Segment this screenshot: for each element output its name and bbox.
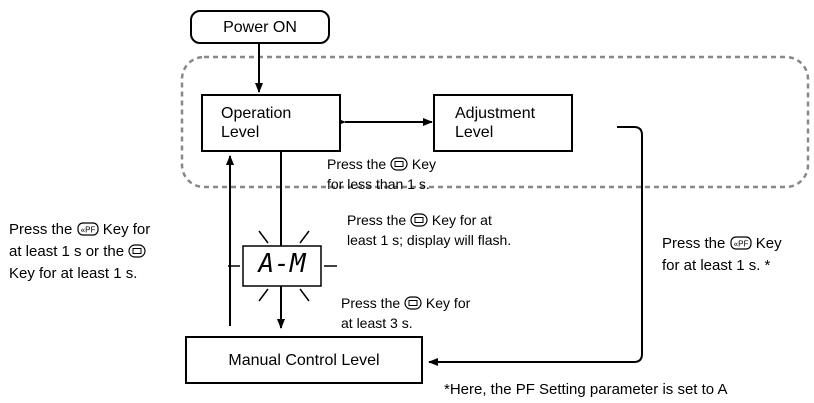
adjustment-level-line2: Level — [455, 124, 494, 141]
pf-key-icon: «PF — [76, 222, 99, 242]
note-pf-key: Press the «PF Key for at least 1 s. * — [662, 235, 782, 274]
manual-control-level-box: Manual Control Level — [185, 336, 423, 384]
operation-level-box: Operation Level — [201, 94, 341, 152]
mode-key-icon — [410, 213, 428, 231]
arrow-adjustment-to-manual — [428, 126, 643, 366]
mode-key-icon — [404, 296, 422, 314]
note-press-less-1s: Press the Key for less than 1 s. — [327, 156, 437, 192]
operation-level-line2: Level — [221, 124, 260, 141]
dashed-region — [180, 55, 810, 189]
power-on-box: Power ON — [190, 10, 330, 44]
mode-key-icon — [128, 244, 146, 264]
svg-text:«PF: «PF — [733, 240, 748, 249]
operation-level-line1: Operation — [221, 105, 292, 122]
adjustment-level-line1: Adjustment — [455, 105, 536, 122]
lcd-display — [242, 245, 322, 287]
note-return-to-operation: Press the «PF Key for at least 1 s or th… — [9, 221, 151, 282]
power-on-label: Power ON — [223, 19, 297, 36]
note-press-3s: Press the Key for at least 3 s. — [341, 295, 471, 331]
note-press-1s-flash: Press the Key for at least 1 s; display … — [347, 212, 512, 248]
svg-text:«PF: «PF — [80, 226, 95, 235]
manual-control-level-label: Manual Control Level — [228, 352, 380, 369]
adjustment-level-box: Adjustment Level — [433, 94, 573, 152]
lcd-display-text: A-M — [258, 249, 306, 279]
flash-rays — [228, 223, 337, 302]
footnote: *Here, the PF Setting parameter is set t… — [444, 381, 728, 398]
mode-key-icon — [390, 157, 408, 175]
pf-key-icon: «PF — [729, 236, 752, 256]
